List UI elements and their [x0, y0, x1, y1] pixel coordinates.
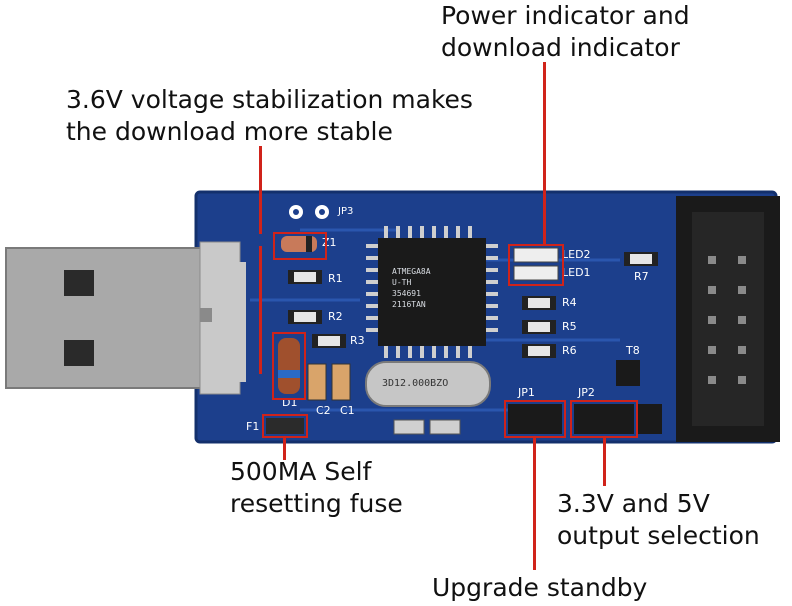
callout-upgrade-standby: Upgrade standby — [432, 573, 648, 602]
callout-fuse: 500MA Self resetting fuse — [230, 457, 403, 518]
callout-line-power — [543, 62, 546, 244]
callout-power-indicator: Power indicator and download indicator — [441, 1, 690, 62]
chip-marking: ATMEGA8A U-TH 354691 2116TAN — [392, 267, 431, 309]
highlight-leds — [508, 244, 564, 286]
silk-jp3: JP3 — [338, 206, 354, 217]
callout-line-fuse — [283, 438, 286, 460]
crystal-marking: 3D12.000BZO — [382, 378, 449, 389]
silk-jp1: JP1 — [518, 386, 535, 399]
silk-led1: LED1 — [562, 266, 591, 279]
isp-header-10pin — [676, 196, 780, 442]
silk-r4: R4 — [562, 296, 577, 309]
callout-line-voltage-2 — [259, 246, 262, 374]
atmega8a-chip — [366, 226, 498, 358]
highlight-jp1 — [504, 400, 566, 438]
silk-t8: T8 — [626, 344, 640, 357]
silk-jp2: JP2 — [578, 386, 595, 399]
silk-r1: R1 — [328, 272, 343, 285]
highlight-jp2 — [570, 400, 638, 438]
silk-led2: LED2 — [562, 248, 591, 261]
highlight-fuse — [262, 414, 308, 438]
silk-r5: R5 — [562, 320, 577, 333]
silk-r6: R6 — [562, 344, 577, 357]
silk-r3: R3 — [350, 334, 365, 347]
callout-voltage-stabilization: 3.6V voltage stabilization makes the dow… — [66, 85, 473, 146]
callout-output-selection: 3.3V and 5V output selection — [557, 489, 760, 550]
silk-f1: F1 — [246, 420, 260, 433]
silk-c2: C2 — [316, 404, 331, 417]
highlight-diode — [272, 332, 306, 400]
silk-r2: R2 — [328, 310, 343, 323]
callout-line-output — [603, 438, 606, 486]
callout-line-upgrade — [533, 438, 536, 570]
usb-connector — [5, 241, 246, 395]
callout-line-voltage — [259, 146, 262, 234]
highlight-zener — [273, 232, 327, 260]
silk-r7: R7 — [634, 270, 649, 283]
silk-c1: C1 — [340, 404, 355, 417]
